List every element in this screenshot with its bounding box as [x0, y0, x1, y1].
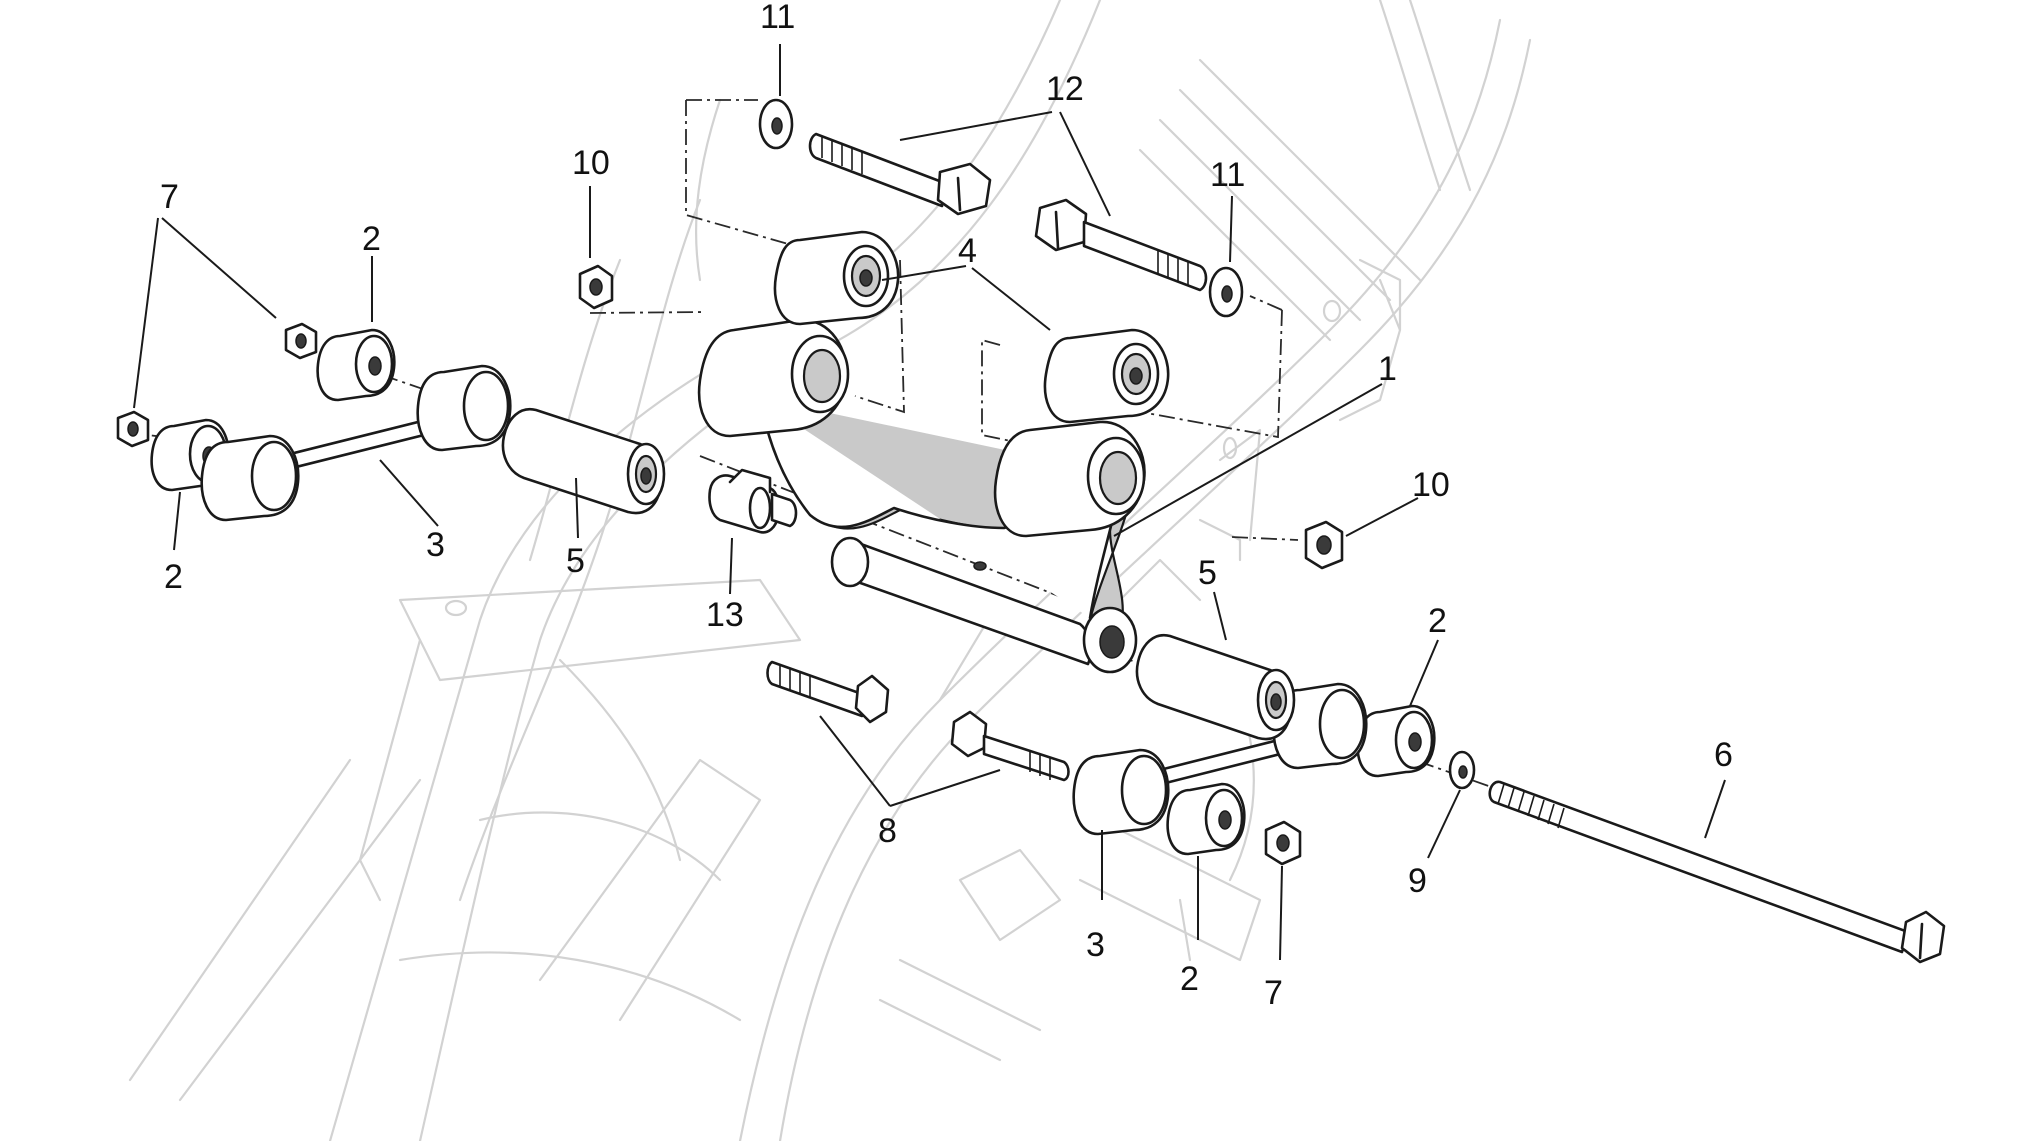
part-3-rod-left	[200, 364, 512, 522]
part-7-nut-upper-left	[284, 322, 318, 360]
callout-5-right: 5	[1198, 554, 1217, 592]
callout-labels: 11 12 11 10 7 2 4 1 10 2 3 5 13 5 2 6 8 …	[160, 0, 1733, 1012]
callout-2-upper-left: 2	[362, 220, 381, 258]
part-4-bushing-left	[773, 230, 900, 326]
part-10-nut-right	[1304, 520, 1344, 570]
callout-10-top: 10	[572, 144, 610, 182]
part-2-spacer-upper-left	[316, 328, 396, 402]
callout-13: 13	[706, 596, 744, 634]
callout-6: 6	[1714, 736, 1733, 774]
callout-2-right-upper: 2	[1428, 602, 1447, 640]
part-9-washer	[1448, 750, 1476, 790]
part-12-bolt-left	[808, 132, 992, 216]
callout-11-right: 11	[1210, 156, 1245, 194]
leader-lines	[133, 44, 1726, 961]
callout-2-right-lower: 2	[1180, 960, 1199, 998]
part-13-stepped-pin	[708, 468, 798, 534]
part-11-washer-left	[758, 98, 794, 150]
callout-4: 4	[958, 232, 977, 270]
callout-3-left: 3	[426, 526, 445, 564]
callout-10-right: 10	[1412, 466, 1450, 504]
part-8-bolt-lower	[950, 710, 1070, 782]
callout-9: 9	[1408, 862, 1427, 900]
part-2-spacer-right-lower	[1166, 782, 1246, 856]
callout-7-left: 7	[160, 178, 179, 216]
callout-5-left: 5	[566, 542, 585, 580]
callout-11-left: 11	[760, 0, 795, 36]
part-1-engine-mount-bracket	[697, 318, 1146, 674]
part-8-bolt-upper	[766, 660, 890, 724]
vehicle-frame-background	[128, 0, 1532, 1141]
callout-2-lower-left: 2	[164, 558, 183, 596]
part-7-nut-right	[1264, 820, 1302, 866]
part-11-washer-right	[1208, 266, 1244, 318]
part-6-long-bolt	[1488, 780, 1946, 964]
part-5-sleeve-right	[1135, 633, 1296, 741]
callout-7-right: 7	[1264, 974, 1283, 1012]
part-12-bolt-right	[1034, 198, 1208, 292]
callout-12: 12	[1046, 70, 1084, 108]
callout-8: 8	[878, 812, 897, 850]
callout-1: 1	[1378, 350, 1397, 388]
part-5-sleeve-left	[501, 407, 666, 515]
part-2-spacer-right-upper	[1356, 704, 1436, 778]
part-4-bushing-right	[1043, 328, 1170, 424]
part-10-nut-top	[578, 264, 614, 310]
callout-3-right: 3	[1086, 926, 1105, 964]
part-7-nut-lower-left	[116, 410, 150, 448]
